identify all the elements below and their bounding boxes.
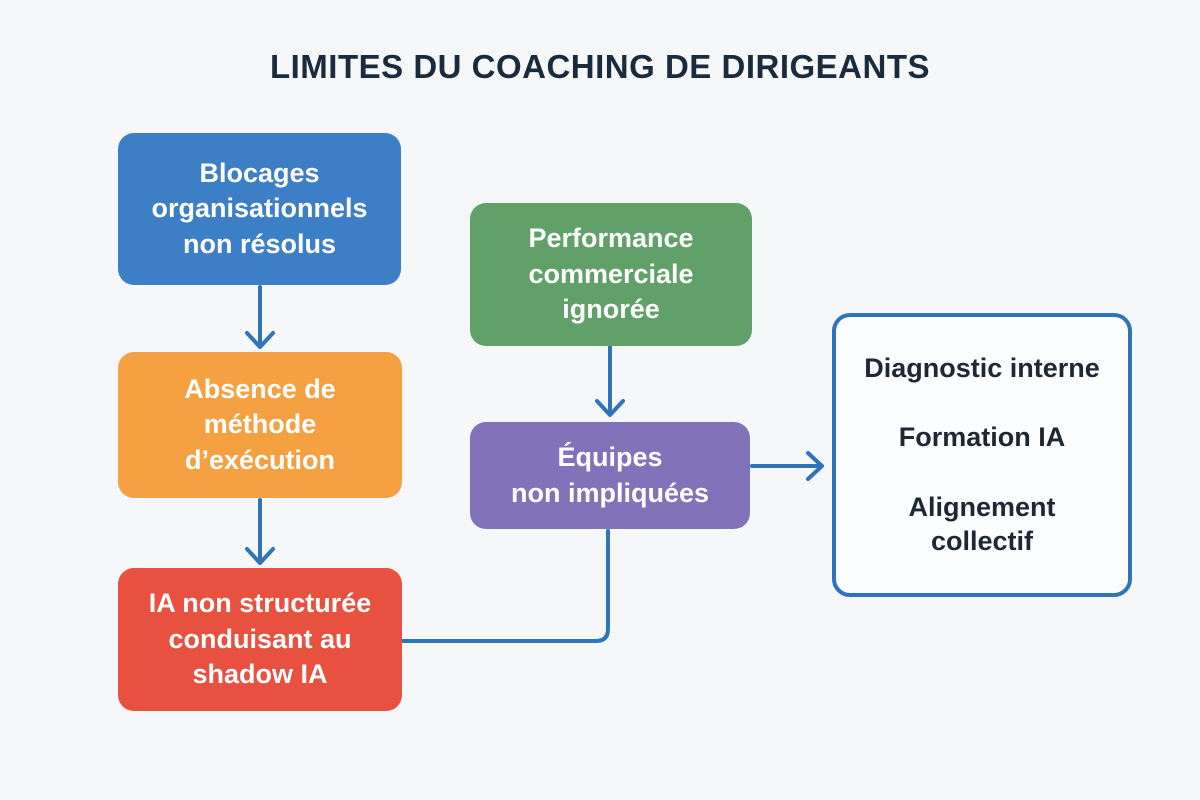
node-shadow: IA non structurée conduisant au shadow I…: [118, 568, 402, 711]
arrow-equipes-to-outcome: [750, 451, 824, 481]
arrow-blocages-to-methode: [245, 285, 275, 349]
node-equipes: Équipes non impliquées: [470, 422, 750, 529]
diagram-title: LIMITES DU COACHING DE DIRIGEANTS: [269, 48, 931, 85]
node-shadow-label: IA non structurée conduisant au shadow I…: [148, 588, 372, 690]
connector-shadow-to-equipes: [400, 529, 610, 643]
node-equipes-label: Équipes non impliquées: [510, 441, 710, 508]
node-performance-label: Performance commerciale ignorée: [528, 223, 694, 325]
node-methode-label: Absence de méthode d’exécution: [184, 373, 336, 475]
outcome-item-diagnostic: Diagnostic interne: [864, 352, 1100, 383]
node-blocages: Blocages organisationnels non résolus: [118, 133, 401, 285]
outcome-item-alignement: Alignement collectif: [908, 492, 1056, 556]
node-methode: Absence de méthode d’exécution: [118, 352, 402, 498]
node-outcome: Diagnostic interne Formation IA Aligneme…: [832, 313, 1132, 597]
node-blocages-label: Blocages organisationnels non résolus: [151, 157, 368, 259]
arrow-performance-to-equipes: [595, 345, 625, 417]
outcome-item-formation: Formation IA: [898, 422, 1066, 453]
arrow-methode-to-shadow: [245, 498, 275, 565]
node-performance: Performance commerciale ignorée: [470, 203, 752, 346]
